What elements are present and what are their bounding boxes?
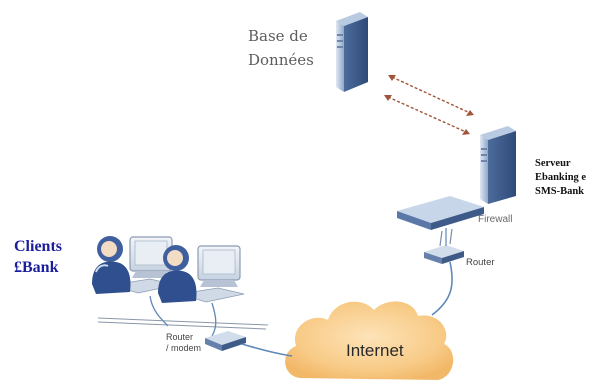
firewall-icon <box>397 196 484 230</box>
database-label-line1: Base de <box>248 27 308 45</box>
clients-router-cables <box>149 295 217 337</box>
router-label: Router <box>466 257 495 268</box>
clients-floor <box>97 317 269 330</box>
firewall-label: Firewall <box>478 214 513 225</box>
modem-internet-cable <box>241 343 293 357</box>
router-modem-label-line2: / modem <box>166 343 202 353</box>
router-internet-cable <box>431 261 453 316</box>
database-label: Base de Données <box>248 24 314 72</box>
database-server-icon <box>336 12 368 92</box>
clients-label-line2: £Bank <box>14 259 59 276</box>
ebanking-server-icon <box>480 126 516 204</box>
client-workstation-icon <box>92 236 177 294</box>
router-modem-label-line1: Router <box>166 332 194 342</box>
internet-label: Internet <box>346 341 404 360</box>
server-label-line2: Ebanking e <box>535 172 587 183</box>
router-icon <box>424 228 464 264</box>
database-label-line2: Données <box>248 51 314 69</box>
router-modem-label: Router / modem <box>166 332 201 354</box>
clients-label-line1: Clients <box>14 238 62 255</box>
server-label-line3: SMS-Bank <box>535 186 585 197</box>
server-label-line1: Serveur <box>535 158 571 169</box>
router-modem-icon <box>205 331 246 351</box>
internet-cloud-icon <box>285 301 454 380</box>
server-label: Serveur Ebanking e SMS-Bank <box>535 157 586 199</box>
clients-label: Clients £Bank <box>14 236 62 278</box>
database-server-link <box>384 75 474 135</box>
client-workstation-icon <box>158 245 245 303</box>
